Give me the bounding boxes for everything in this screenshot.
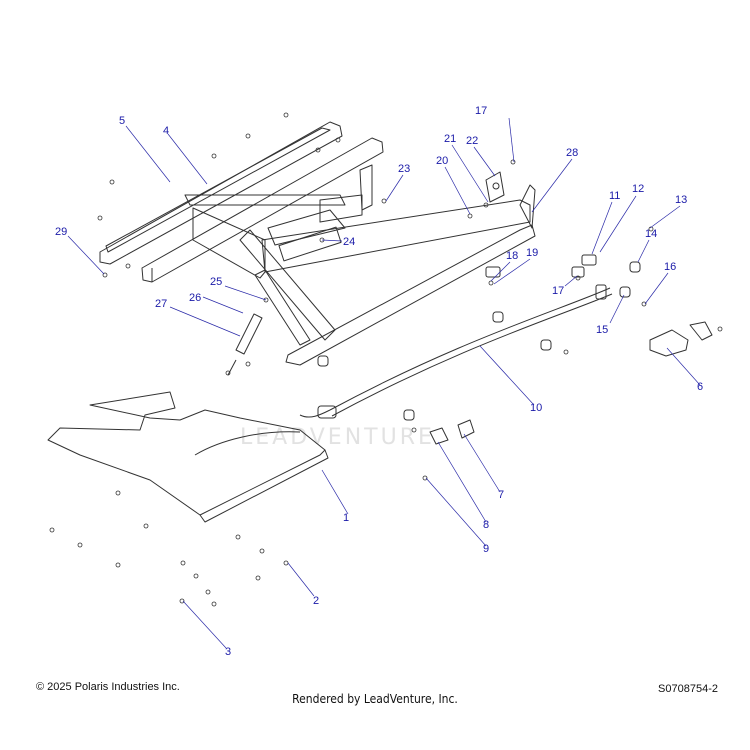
callout-10: 10	[530, 402, 542, 414]
part-28-main-frame	[141, 137, 536, 366]
part-22-mount	[485, 171, 505, 203]
callout-5: 5	[119, 115, 125, 127]
callout-22: 22	[466, 135, 478, 147]
callout-6: 6	[697, 381, 703, 393]
diagram-id: S0708754-2	[658, 683, 718, 695]
small-hardware	[317, 254, 641, 421]
callout-29: 29	[55, 226, 67, 238]
callout-17-lower: 17	[552, 285, 564, 297]
part-4-side-rail	[99, 121, 343, 265]
callout-19: 19	[526, 247, 538, 259]
callout-14: 14	[645, 228, 657, 240]
callout-28: 28	[566, 147, 578, 159]
callout-16: 16	[664, 261, 676, 273]
callout-8: 8	[483, 519, 489, 531]
callout-4: 4	[163, 125, 169, 137]
callout-23: 23	[398, 163, 410, 175]
callout-17-top: 17	[475, 105, 487, 117]
callout-24: 24	[343, 236, 355, 248]
callout-11: 11	[609, 190, 620, 202]
callout-9: 9	[483, 543, 489, 555]
callout-13: 13	[675, 194, 687, 206]
part-1-skid-plate	[47, 391, 329, 523]
fasteners	[49, 112, 723, 607]
callout-12: 12	[632, 183, 644, 195]
watermark-text: LEADVENTURE	[240, 425, 435, 450]
copyright-text: © 2025 Polaris Industries Inc.	[36, 681, 180, 693]
callout-2: 2	[313, 595, 319, 607]
callout-3: 3	[225, 646, 231, 658]
callout-labels: 1 2 3 4 5 6 7 8 9 10 11 12 13 14 15 16 1…	[55, 105, 703, 658]
callout-18: 18	[506, 250, 518, 262]
callout-26: 26	[189, 292, 201, 304]
rendered-by-text: Rendered by LeadVenture, Inc.	[292, 692, 458, 706]
callout-25: 25	[210, 276, 222, 288]
part-7-8-brackets	[429, 419, 475, 445]
callout-1: 1	[343, 512, 349, 524]
part-6-bracket	[649, 321, 713, 357]
part-10-cable	[299, 287, 613, 419]
part-27-strut	[227, 313, 263, 376]
callout-20: 20	[436, 155, 448, 167]
callout-15: 15	[596, 324, 608, 336]
leader-lines	[67, 117, 701, 649]
callout-7: 7	[498, 489, 504, 501]
callout-27: 27	[155, 298, 167, 310]
callout-21: 21	[444, 133, 456, 145]
